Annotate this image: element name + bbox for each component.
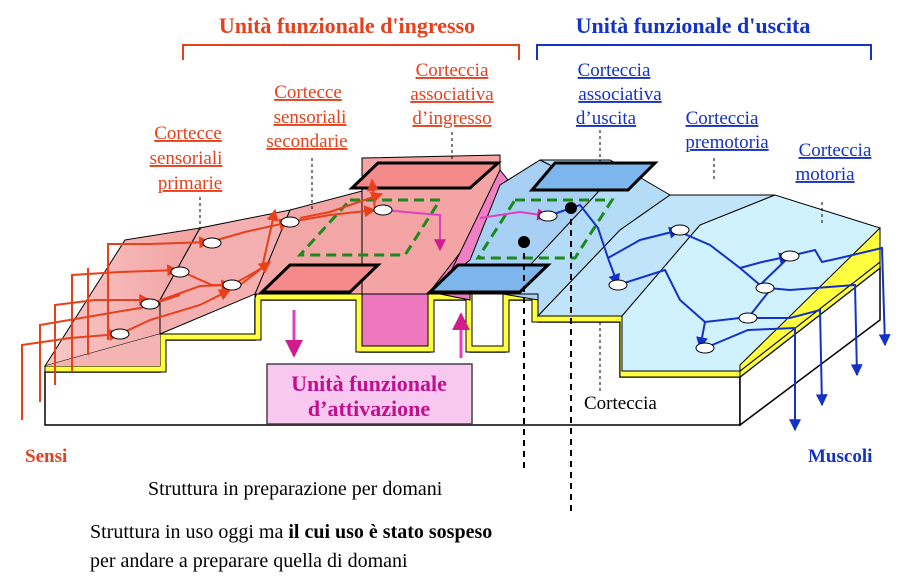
- in-use-note-line2: per andare a preparare quella di domani: [90, 550, 408, 572]
- in-use-note-line1: Struttura in uso oggi ma il cui uso è st…: [90, 521, 492, 543]
- activation-unit-heading-2: d’attivazione: [308, 396, 430, 421]
- input-associative-label: Corteccia associativa d’ingresso: [410, 60, 494, 129]
- input-unit-heading: Unità funzionale d'ingresso: [219, 13, 475, 38]
- svg-text:associativa: associativa: [410, 84, 494, 105]
- svg-text:sensoriali: sensoriali: [274, 107, 347, 128]
- input-pathways: [21, 178, 384, 420]
- cortex-label: Corteccia: [584, 393, 657, 414]
- output-assoc-box-bottom: [426, 263, 552, 294]
- premotor-label: Corteccia premotoria: [685, 108, 769, 153]
- leader-lines: [199, 130, 823, 392]
- input-unit-bracket: [182, 44, 520, 60]
- output-unit-bracket: [536, 44, 872, 60]
- svg-text:sensoriali: sensoriali: [150, 148, 223, 169]
- svg-text:Cortecce: Cortecce: [154, 123, 222, 144]
- activation-unit-box: [266, 363, 473, 425]
- svg-text:Corteccia: Corteccia: [799, 140, 872, 161]
- cortex-block: [44, 260, 881, 427]
- senses-label: Sensi: [25, 446, 67, 467]
- secondary-sensory-label: Cortecce sensoriali secondarie: [266, 82, 347, 152]
- output-unit-heading: Unità funzionale d'uscita: [576, 13, 811, 38]
- svg-text:primarie: primarie: [158, 173, 222, 194]
- svg-text:premotoria: premotoria: [685, 132, 769, 153]
- svg-text:d’ingresso: d’ingresso: [412, 108, 491, 129]
- motor-label: Corteccia motoria: [795, 140, 872, 185]
- activation-unit-heading-1: Unità funzionale: [291, 371, 447, 396]
- preparation-area-output: [475, 198, 615, 260]
- muscles-label: Muscoli: [808, 446, 872, 467]
- preparation-note: Struttura in preparazione per domani: [148, 478, 443, 500]
- svg-text:motoria: motoria: [795, 164, 855, 185]
- input-assoc-box-top: [348, 161, 502, 190]
- svg-text:Cortecce: Cortecce: [274, 82, 342, 103]
- svg-text:secondarie: secondarie: [266, 131, 347, 152]
- svg-text:Corteccia: Corteccia: [686, 108, 759, 129]
- activation-pathways: [382, 208, 550, 252]
- output-assoc-box-top: [528, 161, 659, 192]
- svg-text:associativa: associativa: [578, 84, 662, 105]
- output-associative-label: Corteccia associativa d’uscita: [576, 60, 662, 129]
- svg-text:Corteccia: Corteccia: [416, 60, 489, 81]
- svg-text:d’uscita: d’uscita: [576, 108, 637, 129]
- primary-sensory-label: Cortecce sensoriali primarie: [150, 123, 223, 194]
- input-assoc-box-bottom: [258, 263, 382, 294]
- neuron-nodes: [110, 204, 800, 354]
- pointer-lines: [523, 208, 572, 515]
- svg-text:Corteccia: Corteccia: [578, 60, 651, 81]
